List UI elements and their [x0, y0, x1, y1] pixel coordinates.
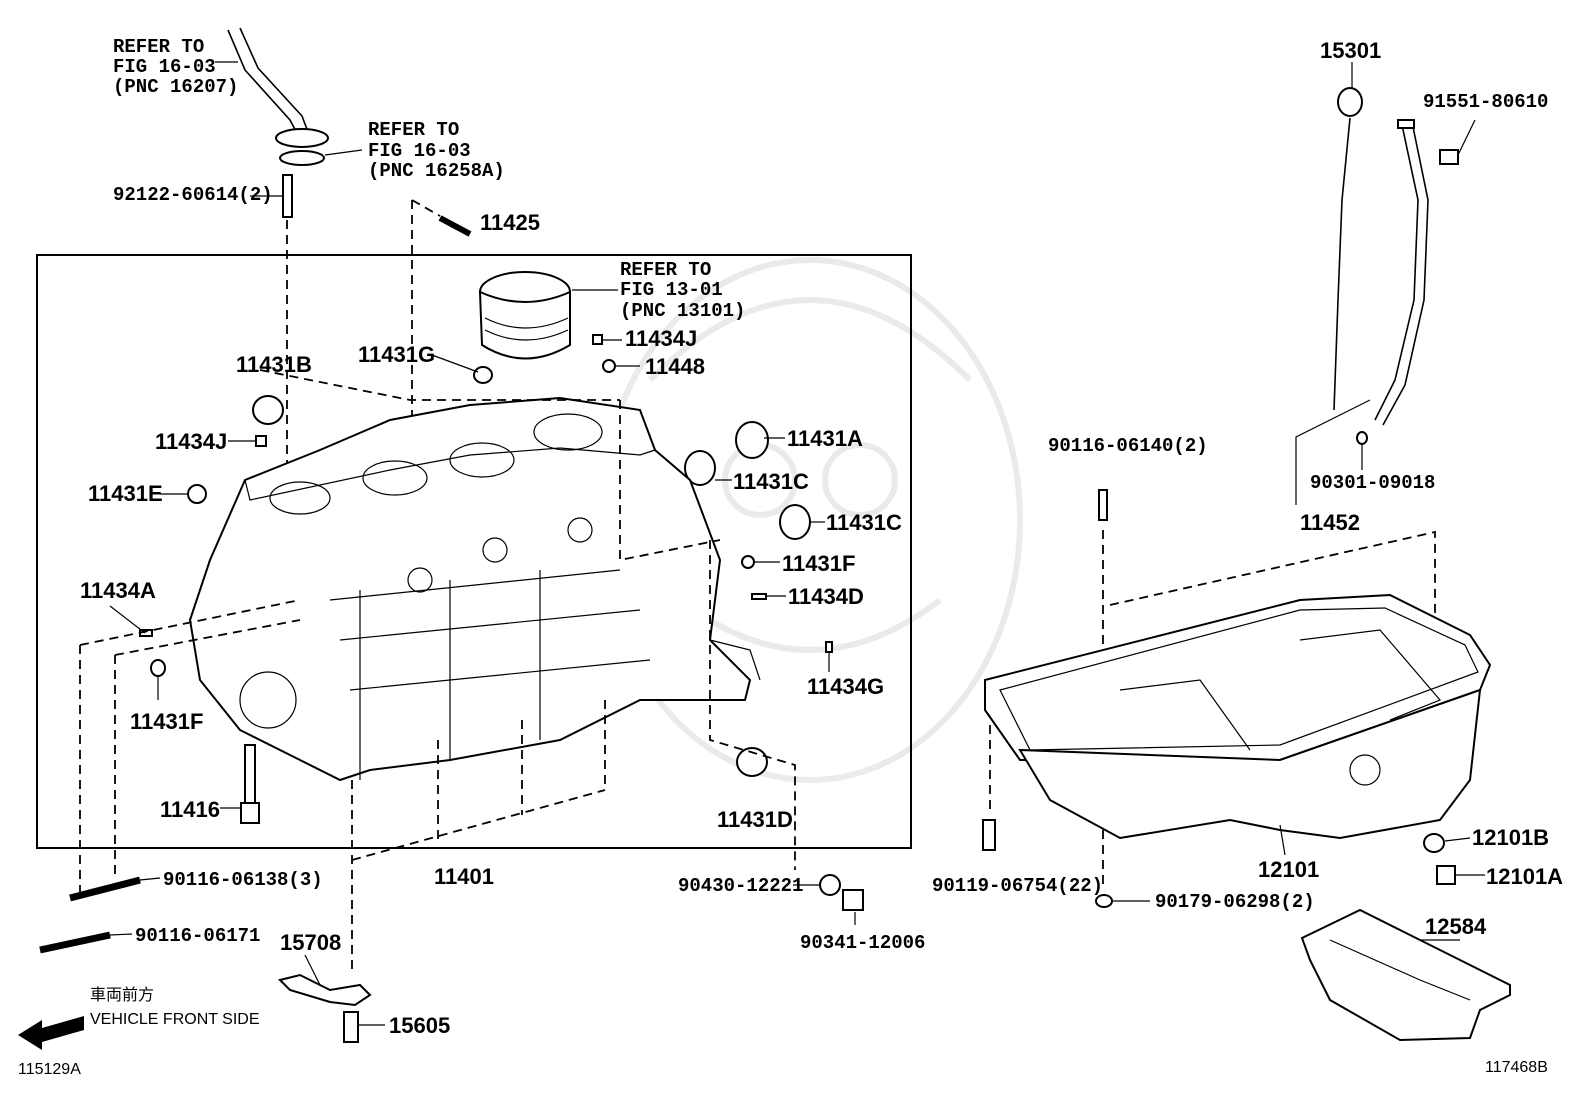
stud-90116-06138: [69, 876, 161, 902]
block-frame: [36, 254, 912, 849]
label-11431A: 11431A: [787, 426, 863, 451]
cylinder-block: [188, 396, 761, 782]
oil-pipe-top-left: [215, 27, 363, 166]
label-12101A: 12101A: [1486, 864, 1563, 889]
piston: [478, 271, 618, 360]
label-12101B: 12101B: [1472, 825, 1549, 850]
label-11434D: 11434D: [788, 584, 864, 609]
label-90301: 90301-09018: [1310, 472, 1435, 494]
label-90119: 90119-06754(22): [932, 875, 1103, 897]
vehicle-front-arrow: [18, 1016, 84, 1050]
label-90116-06138: 90116-06138(3): [163, 869, 323, 891]
label-11434J-a: 11434J: [625, 326, 697, 351]
label-11425: 11425: [480, 210, 540, 235]
label-91551: 91551-80610: [1423, 91, 1548, 113]
bracket-15708: [278, 954, 385, 1043]
label-90116-06140: 90116-06140(2): [1048, 435, 1208, 457]
label-15708: 15708: [280, 930, 341, 955]
label-11431E: 11431E: [88, 481, 163, 506]
figure-code-right: 117468B: [1485, 1059, 1548, 1076]
ref1-line2: FIG 16-03: [113, 56, 216, 78]
label-11434G: 11434G: [807, 674, 884, 699]
gasket-90430: [793, 874, 864, 925]
ref2-line3: (PNC 16258A): [368, 160, 505, 182]
ref3-line1: REFER TO: [620, 259, 711, 281]
label-11416: 11416: [160, 797, 220, 822]
block-plugs: [139, 334, 833, 777]
label-90116-06171: 90116-06171: [135, 925, 260, 947]
pan-bolts: [982, 725, 1485, 908]
bolt-11416: [220, 744, 260, 824]
label-12584: 12584: [1425, 914, 1487, 939]
ref2-line2: FIG 16-03: [368, 140, 471, 162]
front-label-en: VEHICLE FRONT SIDE: [90, 1011, 260, 1028]
label-11431F-b: 11431F: [130, 709, 203, 734]
label-15301: 15301: [1320, 38, 1381, 63]
watermark: [597, 257, 1023, 783]
ref3-line2: FIG 13-01: [620, 279, 723, 301]
oil-pan-12101: [984, 530, 1492, 856]
label-11431F-a: 11431F: [782, 551, 855, 576]
label-11434J-b: 11434J: [155, 429, 227, 454]
ref2-line1: REFER TO: [368, 119, 459, 141]
label-11401: 11401: [434, 864, 494, 889]
label-11431C-a: 11431C: [733, 469, 809, 494]
label-11452: 11452: [1300, 510, 1360, 535]
dipstick-15301: [1333, 62, 1363, 411]
label-11431D: 11431D: [717, 807, 793, 832]
block-leaders: [109, 437, 830, 700]
label-11431G: 11431G: [358, 342, 435, 367]
label-11431C-b: 11431C: [826, 510, 902, 535]
label-90430: 90430-12221: [678, 875, 803, 897]
label-11434A: 11434A: [80, 578, 156, 603]
dipstick-guide: [1295, 119, 1476, 505]
block-dashed-guides: [79, 369, 796, 970]
figure-code-left: 115129A: [18, 1061, 81, 1078]
strainer-12584: [1300, 908, 1511, 1042]
label-11431B: 11431B: [236, 352, 312, 377]
ref1-line1: REFER TO: [113, 36, 204, 58]
label-90179: 90179-06298(2): [1155, 891, 1315, 913]
label-11448: 11448: [645, 354, 705, 379]
label-12101: 12101: [1258, 857, 1319, 882]
label-92122: 92122-60614(2): [113, 184, 273, 206]
stud-90116-06171: [39, 931, 133, 954]
ref3-line3: (PNC 13101): [620, 300, 745, 322]
label-90341: 90341-12006: [800, 932, 925, 954]
labels: REFER TO FIG 16-03 (PNC 16207) REFER TO …: [18, 36, 1563, 1078]
label-15605: 15605: [389, 1013, 450, 1038]
stud-92122: [250, 174, 293, 470]
ref1-line3: (PNC 16207): [113, 76, 238, 98]
front-label-jp: 車両前方: [90, 986, 154, 1004]
